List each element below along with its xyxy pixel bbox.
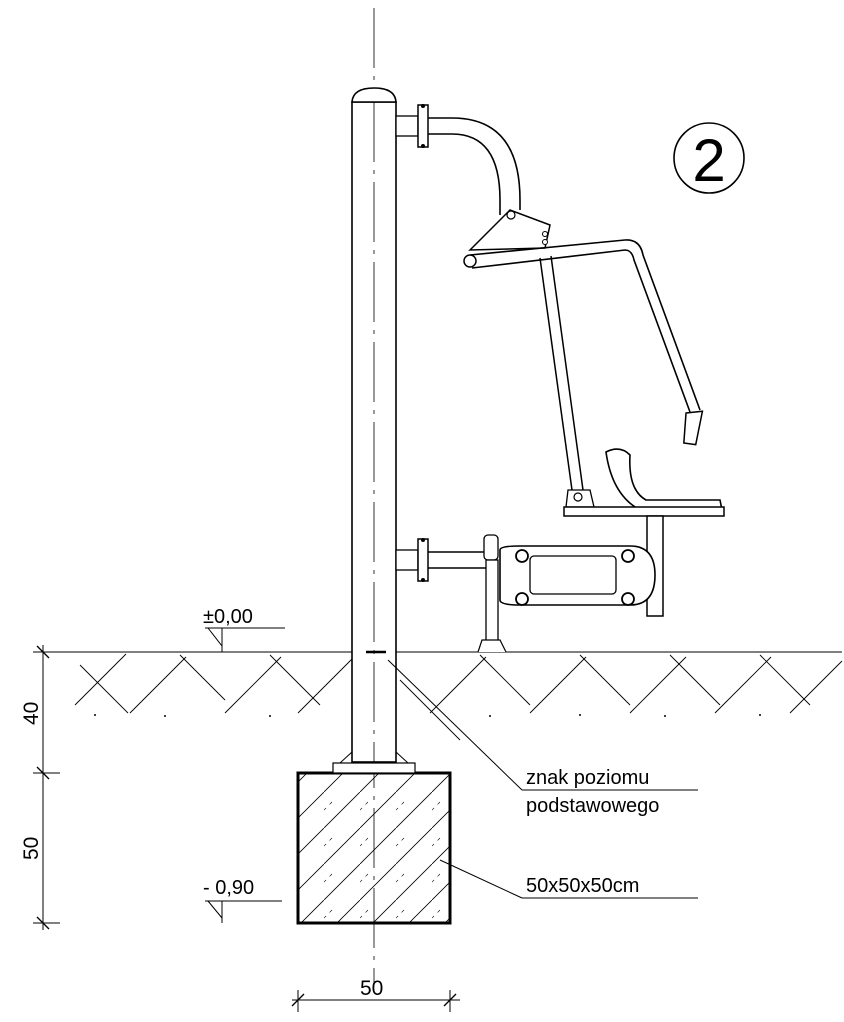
foundation-block xyxy=(296,771,452,925)
foundation-size-callout: 50x50x50cm xyxy=(526,875,639,897)
dimension-depth-lower: 50 xyxy=(20,837,43,860)
post-base-plate xyxy=(332,751,416,774)
upper-arm xyxy=(395,104,551,251)
ground-section xyxy=(72,651,843,741)
ground-level-label: ±0,00 xyxy=(203,606,253,628)
level-mark-callout-line2: podstawowego xyxy=(526,795,659,817)
dimension-depth-upper: 40 xyxy=(20,702,43,725)
dimension-width: 50 xyxy=(360,977,383,1000)
foundation-level-mark: - 0,90 xyxy=(203,877,282,923)
drawing-number-badge: 2 xyxy=(673,122,745,194)
drawing-number: 2 xyxy=(692,127,725,194)
level-mark-callout-line1: znak poziomu xyxy=(526,767,649,789)
foundation-leader xyxy=(439,859,523,899)
horizontal-dimension: 50 xyxy=(291,977,460,1012)
main-post xyxy=(351,87,397,763)
level-mark-leader xyxy=(387,659,523,791)
handle-bar xyxy=(463,239,704,446)
seat-support xyxy=(539,255,595,508)
ground-level-mark: ±0,00 xyxy=(203,606,285,652)
lower-arm xyxy=(395,534,656,653)
vertical-dimension: 40 50 xyxy=(20,645,72,930)
foundation-level-label: - 0,90 xyxy=(203,877,254,899)
